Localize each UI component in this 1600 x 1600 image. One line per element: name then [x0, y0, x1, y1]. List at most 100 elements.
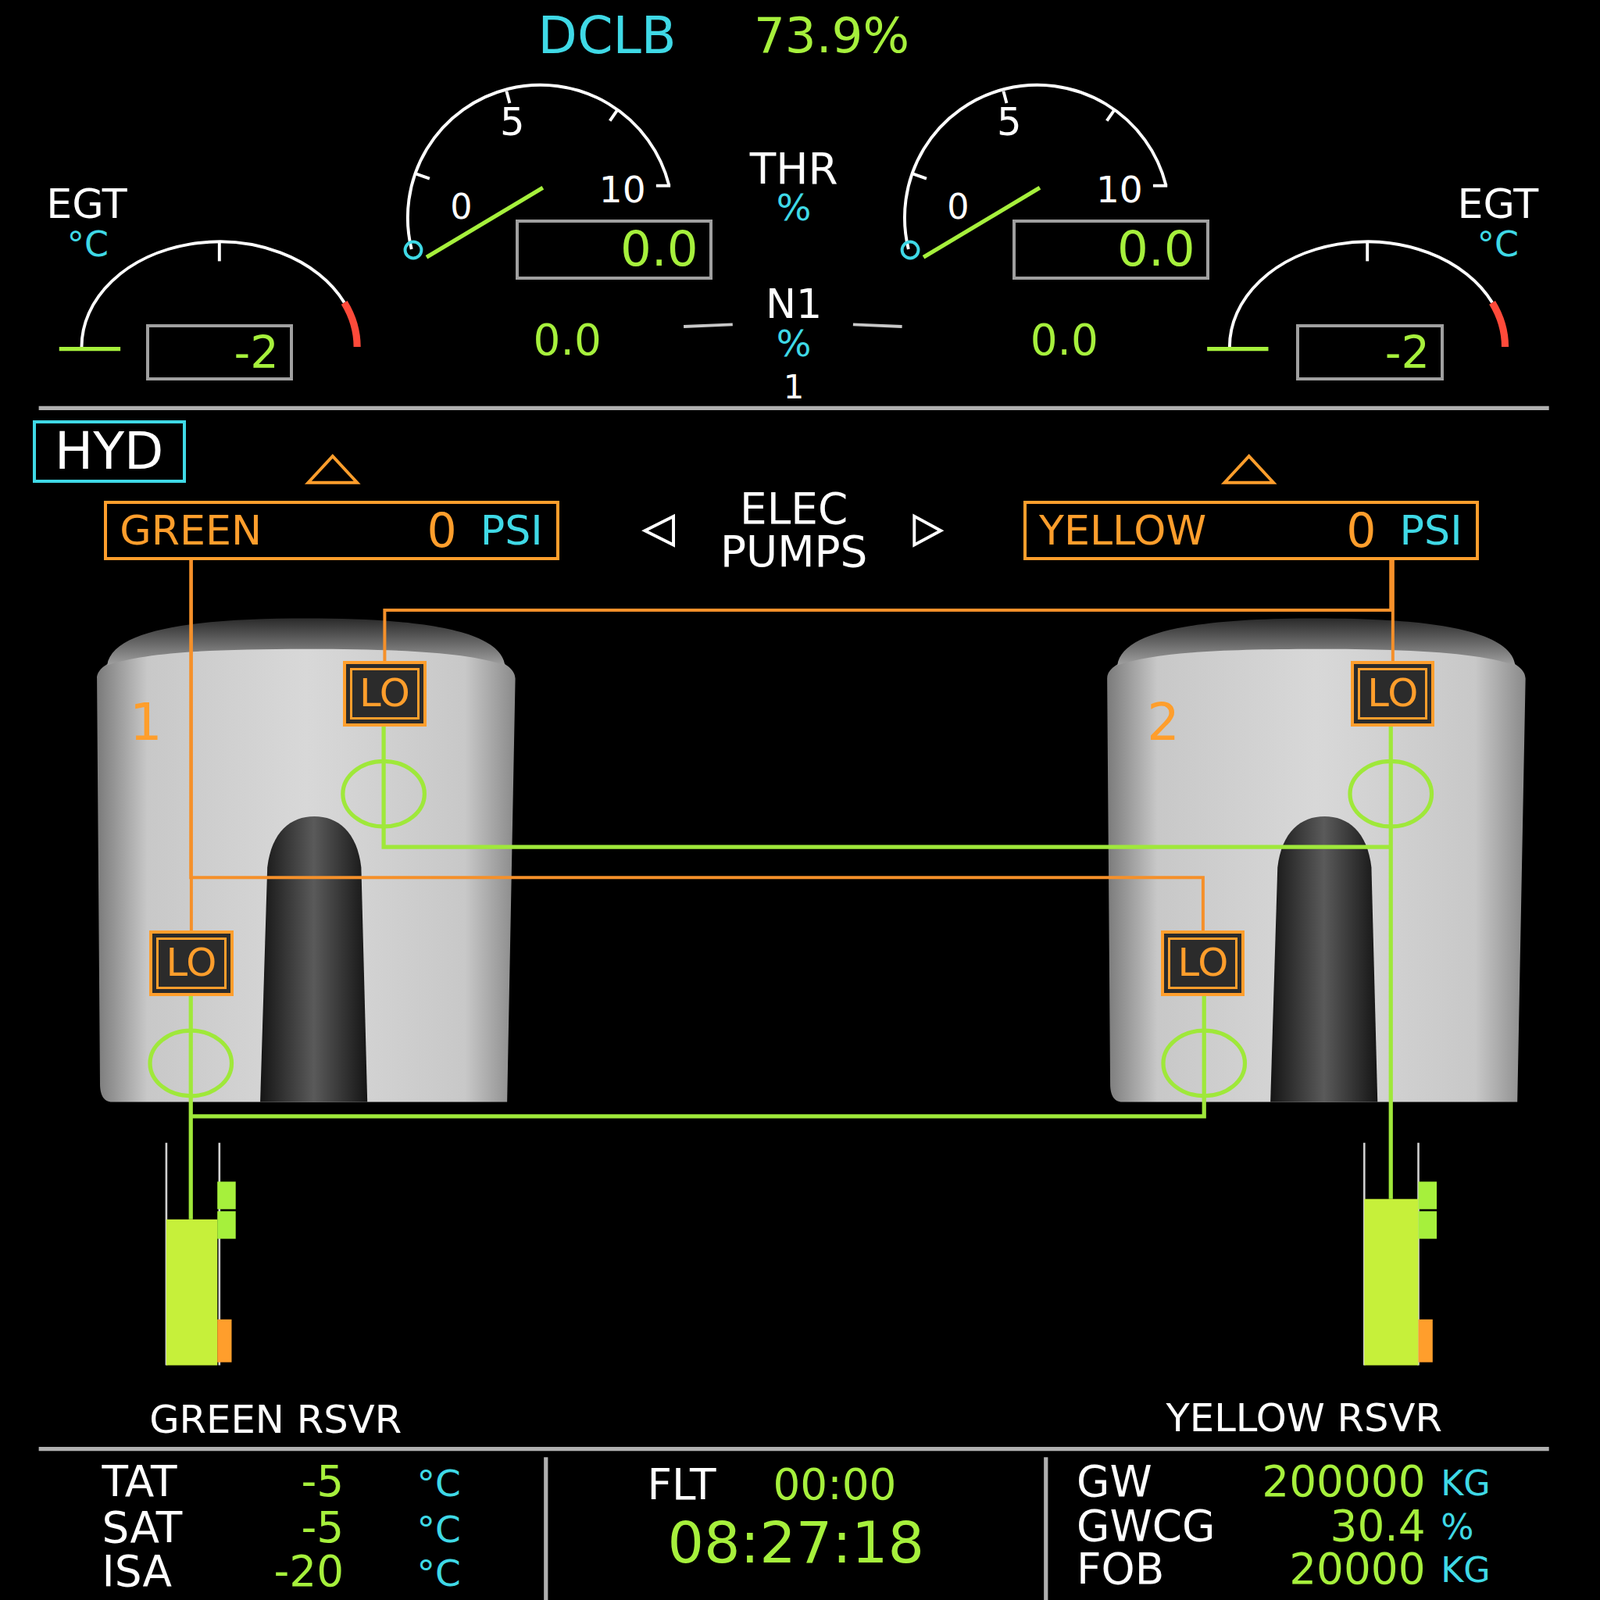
parameter-name: SAT: [102, 1506, 183, 1550]
pressure-line: [384, 560, 1391, 661]
separator-line: [39, 406, 1550, 411]
readout-box: 0.0: [1012, 219, 1210, 280]
unit-label: °C: [67, 227, 109, 262]
engine-number: 2: [1146, 696, 1180, 748]
pressure-line: [190, 560, 1204, 931]
separator-line: [1043, 1457, 1048, 1600]
scale-number: 0: [946, 189, 969, 225]
low-pressure-flag: LO: [1177, 943, 1229, 983]
readout-box: 0.0: [515, 219, 713, 280]
low-pressure-box: LO: [342, 660, 427, 727]
system-pressure-box: YELLOW 0 PSI: [1023, 500, 1479, 561]
reservoir-low-mark: [217, 1319, 232, 1363]
elec-pumps-label: ELEC PUMPS: [671, 487, 916, 574]
gauge-title: THR: [750, 146, 839, 190]
pump-symbol: [150, 1030, 232, 1097]
scale-number: 0: [450, 189, 472, 225]
low-pressure-box: LO: [149, 930, 234, 997]
unit-label: %: [776, 325, 812, 363]
readout-value: 0.0: [620, 225, 699, 275]
page-title-box: HYD: [32, 420, 186, 483]
scale-number: 5: [500, 103, 525, 143]
unit-label: %: [1440, 1510, 1474, 1545]
reservoir-mark: [1418, 1181, 1438, 1209]
pump-symbol: [1350, 760, 1432, 827]
system-text: 0: [1346, 507, 1376, 554]
low-pressure-flag: LO: [359, 674, 411, 714]
page-title: HYD: [54, 425, 164, 477]
engine-nacelle: [96, 618, 516, 1103]
readout-box: -2: [1296, 324, 1444, 381]
scale-number: 5: [996, 103, 1022, 143]
readout-value: -2: [1385, 330, 1430, 375]
engine-number: 1: [129, 696, 163, 748]
readout-value: 0.0: [1117, 225, 1196, 275]
reservoir-mark: [217, 1181, 236, 1209]
unit-label: %: [776, 189, 812, 227]
unit-label: °C: [1477, 227, 1519, 262]
elec-pump-arrow: [644, 516, 674, 546]
unit-label: °C: [416, 1465, 461, 1503]
reservoir-mark: [217, 1210, 236, 1239]
supply-line: [190, 996, 1204, 1117]
unit-label: °C: [416, 1555, 461, 1593]
parameter-value: 20000: [1289, 1546, 1425, 1590]
reservoir-level: [1364, 1199, 1418, 1366]
parameter-value: -5: [300, 1506, 344, 1550]
parameter-name: GWCG: [1076, 1503, 1216, 1547]
reservoir-label: YELLOW RSVR: [1165, 1399, 1443, 1439]
supply-line: [383, 726, 1391, 847]
parameter-value: -5: [300, 1460, 344, 1504]
low-pressure-box: LO: [1350, 660, 1435, 727]
separator-line: [543, 1457, 548, 1600]
parameter-value: -20: [274, 1550, 345, 1593]
n1-dash: [683, 324, 733, 327]
reservoir-label: GREEN RSVR: [149, 1400, 402, 1440]
reservoir-low-mark: [1418, 1319, 1433, 1363]
scale-number: 10: [1096, 171, 1143, 208]
low-pressure-box: LO: [1160, 930, 1245, 997]
n1-value: 0.0: [533, 318, 602, 362]
thrust-limit: 73.9%: [753, 10, 910, 61]
caution-triangle: [307, 456, 358, 483]
parameter-name: FLT: [646, 1463, 716, 1507]
system-text: GREEN: [119, 510, 262, 551]
supply-line: [1389, 726, 1393, 1200]
parameter-value: 30.4: [1330, 1503, 1426, 1547]
readout-box: -2: [146, 324, 293, 381]
pump-symbol: [1163, 1030, 1245, 1097]
parameter-name: FOB: [1076, 1546, 1165, 1590]
system-text: YELLOW: [1039, 510, 1207, 551]
reservoir-mark: [1418, 1210, 1438, 1239]
unit-label: KG: [1440, 1466, 1491, 1501]
thrust-mode: DCLB: [538, 10, 677, 61]
unit-label: °C: [416, 1510, 461, 1548]
low-pressure-flag: LO: [165, 943, 217, 983]
pump-symbol: [342, 760, 425, 827]
reservoir-level: [166, 1219, 218, 1366]
system-pressure-box: GREEN0PSI: [103, 500, 560, 561]
scale-number: 10: [599, 171, 647, 208]
gauge-title: EGT: [46, 183, 128, 225]
low-pressure-flag: LO: [1367, 674, 1418, 714]
readout-value: -2: [234, 330, 279, 375]
system-text: PSI: [1399, 510, 1462, 551]
system-text: 0: [426, 507, 457, 554]
n1-value: 0.0: [1030, 318, 1099, 362]
engine-nacelle: [1107, 618, 1526, 1103]
elec-pump-arrow: [914, 516, 941, 546]
parameter-value: 00:00: [772, 1463, 897, 1507]
n1-dash: [853, 324, 903, 327]
gauge-index: 1: [783, 371, 805, 404]
parameter-name: ISA: [102, 1550, 173, 1593]
unit-label: KG: [1440, 1553, 1491, 1588]
clock-time: 08:27:18: [667, 1514, 925, 1572]
gauge-title: EGT: [1457, 183, 1540, 225]
caution-triangle: [1224, 456, 1274, 483]
parameter-name: TAT: [102, 1460, 178, 1504]
gauge-title: N1: [765, 283, 822, 325]
